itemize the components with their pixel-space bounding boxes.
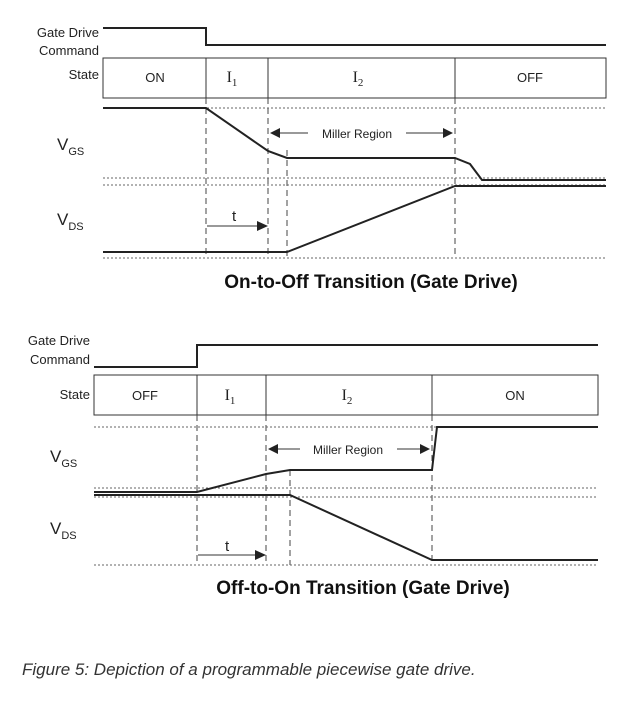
bottom-diagram-title: Off-to-On Transition (Gate Drive) xyxy=(216,578,509,599)
bottom-state-label: State xyxy=(60,387,90,402)
top-vgs-waveform xyxy=(103,107,606,181)
top-diagram-title: On-to-Off Transition (Gate Drive) xyxy=(224,272,517,293)
top-vds-waveform xyxy=(103,185,606,253)
bottom-state-on: ON xyxy=(505,388,525,403)
bottom-miller-arrowhead xyxy=(420,444,430,454)
bottom-state-bar xyxy=(93,374,599,416)
top-t-arrowhead xyxy=(257,221,268,231)
top-vds-label: VDS xyxy=(57,210,84,233)
top-state-i1: I1 xyxy=(227,69,238,89)
bottom-gate-drive-label: Gate Drive xyxy=(28,333,90,348)
top-miller-label: Miller Region xyxy=(322,127,392,141)
bottom-command-waveform xyxy=(94,344,598,368)
bottom-vds-label: VDS xyxy=(50,519,77,542)
top-miller-arrowhead xyxy=(270,128,280,138)
figure-caption: Figure 5: Depiction of a programmable pi… xyxy=(22,660,476,679)
bottom-vds-waveform xyxy=(94,494,598,561)
bottom-state-i2: I2 xyxy=(342,387,353,407)
top-command-waveform xyxy=(103,27,606,46)
bottom-t-arrowhead xyxy=(255,550,266,560)
top-command-label: Command xyxy=(39,43,99,58)
bottom-vgs-waveform xyxy=(94,426,598,493)
top-state-bar xyxy=(102,57,607,99)
top-state-on: ON xyxy=(145,70,165,85)
top-state-i2: I2 xyxy=(353,69,364,89)
bottom-state-off: OFF xyxy=(132,388,158,403)
bottom-t-label: t xyxy=(225,538,230,555)
bottom-state-i1: I1 xyxy=(225,387,236,407)
bottom-miller-label: Miller Region xyxy=(313,443,383,457)
bottom-diagram: Gate Drive Command State OFF I1 I2 ON VG… xyxy=(28,333,599,599)
top-t-label: t xyxy=(232,208,237,225)
bottom-miller-arrowhead xyxy=(268,444,278,454)
top-state-label: State xyxy=(69,67,99,82)
bottom-vgs-label: VGS xyxy=(50,447,77,470)
top-miller-arrowhead xyxy=(443,128,453,138)
top-state-off: OFF xyxy=(517,70,543,85)
top-diagram: Gate Drive Command State ON I1 I2 OFF VG… xyxy=(37,25,607,293)
top-gate-drive-label: Gate Drive xyxy=(37,25,99,40)
top-vgs-label: VGS xyxy=(57,135,84,158)
bottom-command-label: Command xyxy=(30,352,90,367)
